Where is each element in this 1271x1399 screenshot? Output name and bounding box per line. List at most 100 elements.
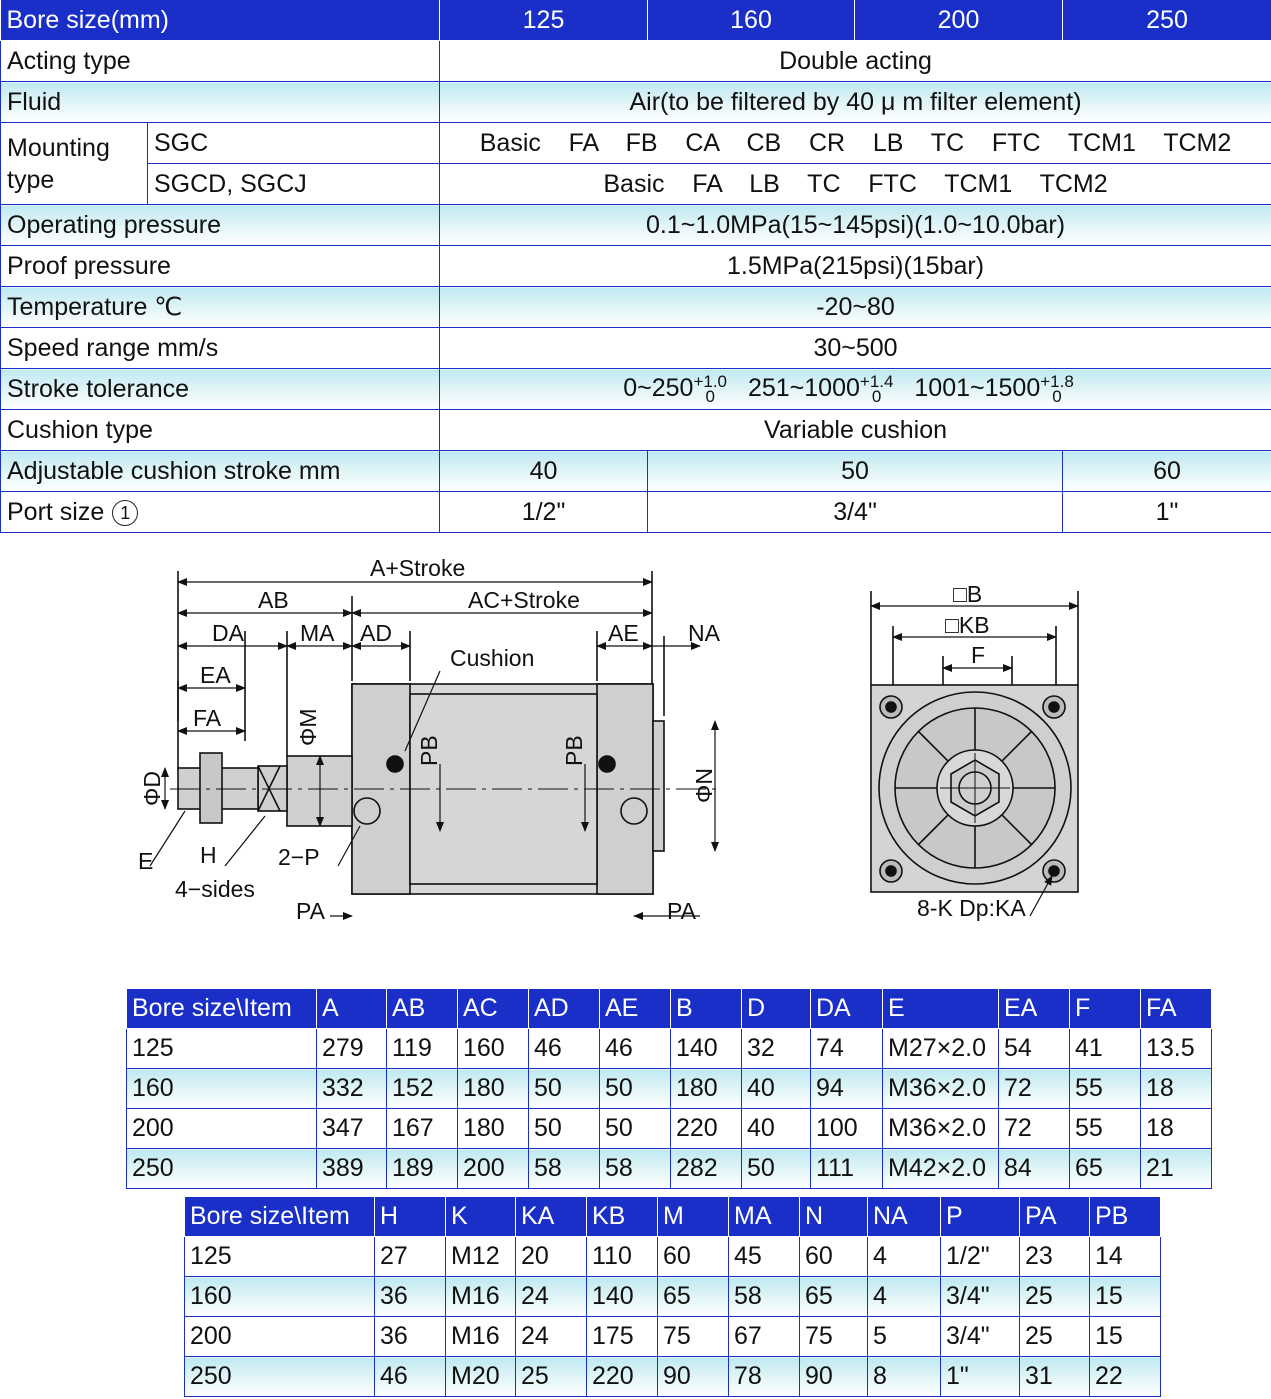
bore-size-header: Bore size(mm): [0, 0, 441, 41]
mounting-label-line2: type: [7, 165, 55, 194]
col-header: MA: [728, 1196, 800, 1237]
front-view: [870, 591, 1079, 893]
table-cell: 24: [515, 1276, 587, 1317]
bore-250-header: 250: [1062, 0, 1271, 41]
table-cell: 175: [586, 1316, 658, 1357]
table-cell: 5: [867, 1316, 941, 1357]
port-size-160-200: 3/4": [647, 491, 1064, 533]
table-cell: 36: [374, 1316, 446, 1357]
table-cell: 125: [126, 1028, 317, 1069]
port-size-text: Port size: [7, 497, 105, 526]
mounting-type-label: Mounting type: [0, 122, 148, 205]
col-header: PB: [1089, 1196, 1161, 1237]
table-cell: 18: [1140, 1068, 1212, 1109]
table-cell: 67: [728, 1316, 800, 1357]
label-pa-right: PA: [667, 898, 697, 924]
stroke-tolerance-label: Stroke tolerance: [0, 368, 441, 410]
table-cell: 200: [126, 1108, 317, 1149]
mounting-sgc-value: Basic FA FB CA CB CR LB TC FTC TCM1 TCM2: [439, 122, 1271, 164]
col-header: Bore size\Item: [126, 988, 317, 1029]
proof-pressure-value: 1.5MPa(215psi)(15bar): [439, 245, 1271, 287]
table-cell: 90: [799, 1356, 868, 1397]
table-cell: 279: [316, 1028, 387, 1069]
col-header: F: [1069, 988, 1141, 1029]
table-cell: 50: [528, 1108, 600, 1149]
table-cell: 125: [184, 1236, 375, 1277]
label-k-ka: 8-K Dp:KA: [917, 895, 1026, 921]
table-cell: 41: [1069, 1028, 1141, 1069]
bore-160-header: 160: [647, 0, 856, 41]
table-cell: 78: [728, 1356, 800, 1397]
table-cell: M36×2.0: [882, 1068, 999, 1109]
table-cell: 45: [728, 1236, 800, 1277]
table-cell: 94: [810, 1068, 883, 1109]
label-pb-right: PB: [561, 735, 587, 766]
table-cell: 332: [316, 1068, 387, 1109]
side-view-labels: A+Stroke AB AC+Stroke DA MA AD AE NA EA …: [138, 555, 721, 924]
table-cell: 50: [599, 1108, 671, 1149]
label-phi-n: ΦN: [691, 768, 717, 803]
table-cell: 50: [599, 1068, 671, 1109]
table-cell: 50: [741, 1148, 811, 1189]
table-cell: 24: [515, 1316, 587, 1357]
label-2-p: 2−P: [278, 844, 320, 870]
col-header: EA: [998, 988, 1070, 1029]
table-cell: 72: [998, 1108, 1070, 1149]
mounting-sgcd-row: SGCD, SGCJ Basic FA LB TC FTC TCM1 TCM2: [1, 163, 1271, 205]
table-cell: 200: [457, 1148, 529, 1189]
table-cell: 1/2": [940, 1236, 1020, 1277]
dimension-table-2: Bore size\Item H K KA KB M MA N NA P PA …: [184, 1196, 1161, 1397]
table-cell: 20: [515, 1236, 587, 1277]
table-cell: M27×2.0: [882, 1028, 999, 1069]
front-view-dimensions: [870, 602, 1079, 917]
table-cell: 46: [599, 1028, 671, 1069]
table-cell: 4: [867, 1276, 941, 1317]
col-header: PA: [1019, 1196, 1090, 1237]
table-cell: 160: [457, 1028, 529, 1069]
table-cell: 21: [1140, 1148, 1212, 1189]
table-cell: M16: [445, 1276, 516, 1317]
mounting-sgc-label: SGC: [146, 122, 441, 164]
fluid-row: Fluid Air(to be filtered by 40 μ m filte…: [0, 81, 1271, 123]
table-cell: 25: [515, 1356, 587, 1397]
table-cell: 100: [810, 1108, 883, 1149]
acting-type-value: Double acting: [439, 40, 1271, 82]
label-ad: AD: [360, 620, 392, 646]
table-cell: M16: [445, 1316, 516, 1357]
col-header: K: [445, 1196, 516, 1237]
dimension-table-1-header: Bore size\Item A AB AC AD AE B D DA E EA…: [126, 988, 1212, 1029]
proof-pressure-label: Proof pressure: [0, 245, 441, 287]
table-cell: M42×2.0: [882, 1148, 999, 1189]
label-ma: MA: [300, 620, 335, 646]
acting-type-row: Acting type Double acting: [0, 40, 1271, 82]
table-cell: 167: [386, 1108, 458, 1149]
col-header: FA: [1140, 988, 1212, 1029]
cushion-type-label: Cushion type: [0, 409, 441, 451]
mounting-sgcd-value: Basic FA LB TC FTC TCM1 TCM2: [439, 163, 1271, 205]
col-header: AE: [599, 988, 671, 1029]
label-ab: AB: [258, 587, 289, 613]
table-cell: M12: [445, 1236, 516, 1277]
table-cell: 160: [126, 1068, 317, 1109]
adjustable-cushion-250: 60: [1062, 450, 1271, 492]
speed-range-row: Speed range mm/s 30~500: [0, 327, 1271, 369]
table-cell: 4: [867, 1236, 941, 1277]
col-header: A: [316, 988, 387, 1029]
front-view-labels: □B □KB F 8-K Dp:KA: [917, 581, 1026, 921]
col-header: NA: [867, 1196, 941, 1237]
table-cell: 119: [386, 1028, 458, 1069]
table-cell: 25: [1019, 1316, 1090, 1357]
table-cell: 282: [670, 1148, 742, 1189]
label-a-stroke: A+Stroke: [370, 555, 465, 581]
tolerance-1-upper: +1.0: [693, 372, 727, 392]
col-header: M: [657, 1196, 729, 1237]
label-pb-left: PB: [416, 735, 442, 766]
table-cell: 189: [386, 1148, 458, 1189]
table-cell: 60: [657, 1236, 729, 1277]
col-header: AC: [457, 988, 529, 1029]
